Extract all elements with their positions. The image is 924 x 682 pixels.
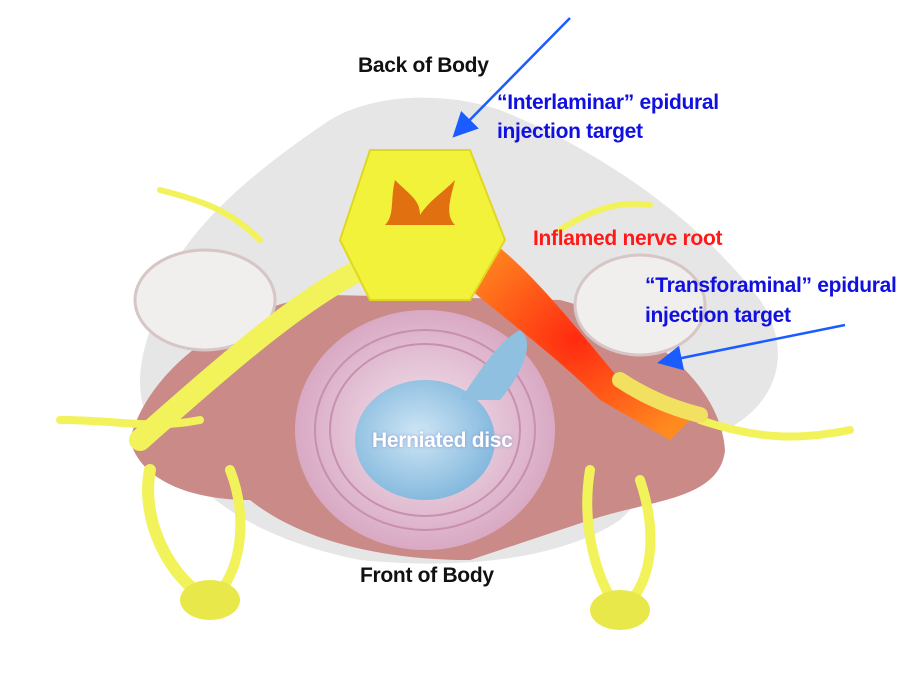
back-of-body-label: Back of Body (358, 54, 489, 77)
nucleus-pulposus (355, 380, 495, 500)
transforaminal-arrow (657, 323, 846, 371)
herniation (460, 330, 528, 400)
inflamed-nerve-root-label: Inflamed nerve root (533, 227, 723, 250)
transforaminal-label-line1: “Transforaminal” epidural (645, 274, 897, 297)
nerve-roots (56, 187, 854, 615)
transforaminal-label-line2: injection target (645, 304, 791, 327)
front-of-body-label: Front of Body (360, 564, 494, 587)
left-facet-joint (133, 248, 277, 352)
interlaminar-label-line2: injection target (497, 120, 643, 143)
right-facet-joint (573, 253, 707, 357)
herniated-disc-label: Herniated disc (372, 429, 513, 452)
interlaminar-arrow (452, 17, 571, 138)
gray-matter (385, 180, 455, 225)
interlaminar-label-line1: “Interlaminar” epidural (497, 91, 719, 114)
